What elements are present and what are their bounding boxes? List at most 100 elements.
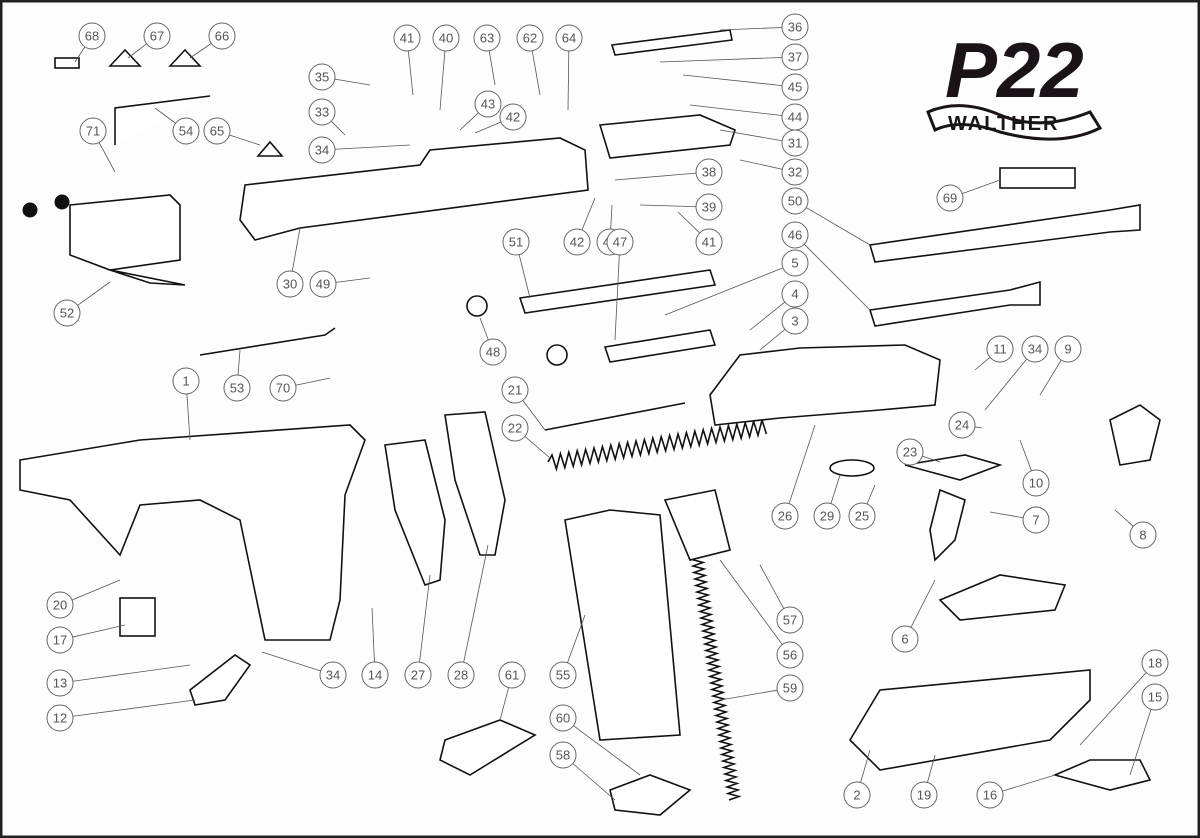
callout-circle (269, 374, 297, 402)
callout-circle (46, 704, 74, 732)
parts (19, 29, 1161, 816)
callout-53: 53 (223, 349, 251, 402)
leader-line (573, 725, 641, 776)
callout-number: 22 (508, 421, 522, 436)
callout-number: 47 (613, 235, 627, 250)
leader-line (719, 27, 783, 31)
barrel-long (868, 204, 1141, 263)
leader-line (407, 50, 414, 96)
leader-line (677, 211, 700, 234)
leader-line (154, 107, 176, 124)
leader-line (463, 544, 489, 663)
callout-number: 29 (820, 509, 834, 524)
callout-circle (53, 299, 81, 327)
sear (904, 454, 1003, 481)
callout-number: 10 (1029, 476, 1043, 491)
leader-line (524, 436, 551, 459)
callout-circle (208, 22, 236, 50)
callout-circle (776, 674, 804, 702)
leader-line (614, 172, 697, 181)
callout-34: 34 (308, 136, 411, 164)
callout-32: 32 (739, 158, 809, 186)
callout-circle (501, 414, 529, 442)
callout-circle (1141, 683, 1169, 711)
callout-number: 20 (53, 598, 67, 613)
hex-key (114, 95, 211, 145)
leader-line (295, 377, 331, 386)
leader-line (581, 197, 596, 231)
callout-circle (516, 24, 544, 52)
leader-line (803, 243, 871, 311)
nut (22, 202, 38, 218)
leader-line (1039, 359, 1062, 396)
callout-number: 48 (486, 345, 500, 360)
callout-circle (695, 158, 723, 186)
callout-circle (79, 117, 107, 145)
callout-circle (172, 117, 200, 145)
callout-number: 41 (702, 235, 716, 250)
callout-number: 55 (556, 668, 570, 683)
callout-circle (563, 228, 591, 256)
magazine-catch (119, 597, 156, 637)
callout-circle (695, 193, 723, 221)
callout-circle (781, 187, 809, 215)
callout-circle (276, 270, 304, 298)
rear-sight (54, 57, 80, 69)
callout-circle (308, 136, 336, 164)
callout-number: 39 (702, 200, 716, 215)
callout-48: 48 (479, 317, 507, 366)
callout-60: 60 (549, 704, 641, 776)
callout-13: 13 (46, 664, 191, 697)
callout-25: 25 (848, 484, 876, 530)
callout-number: 4 (791, 287, 798, 302)
callout-circle (936, 184, 964, 212)
callout-circle (393, 24, 421, 52)
leader-line (614, 254, 620, 341)
callout-16: 16 (976, 774, 1056, 809)
leader-line (806, 207, 871, 246)
callout-circle (948, 411, 976, 439)
magazine (564, 509, 681, 741)
leader-line (474, 121, 502, 134)
callout-number: 27 (411, 668, 425, 683)
lever-12 (189, 654, 252, 706)
leader-line (330, 120, 346, 136)
callout-number: 68 (85, 29, 99, 44)
callout-58: 58 (549, 741, 616, 801)
nut (54, 194, 70, 210)
callout-34: 34 (984, 335, 1049, 411)
callout-14: 14 (361, 607, 389, 689)
callout-number: 67 (150, 29, 164, 44)
leader-line (229, 134, 261, 146)
leader-line (962, 179, 1001, 194)
callout-number: 70 (276, 381, 290, 396)
callout-circle (891, 625, 919, 653)
leader-line (522, 400, 546, 431)
leader-line (531, 50, 541, 96)
magazine-base (439, 719, 537, 776)
leader-line (1019, 439, 1032, 471)
callout-number: 14 (368, 668, 382, 683)
callout-24: 24 (948, 411, 983, 439)
leader-line (922, 455, 941, 463)
magazine-follower (663, 489, 731, 561)
callout-7: 7 (989, 506, 1050, 534)
callout-circle (896, 438, 924, 466)
callout-19: 19 (910, 754, 938, 809)
trigger-bar (938, 574, 1067, 621)
callout-65: 65 (203, 117, 261, 146)
leader-line (499, 687, 510, 721)
leader-line (479, 317, 489, 341)
callout-29: 29 (813, 474, 841, 530)
guide-rod (544, 402, 686, 431)
callout-26: 26 (771, 424, 816, 530)
callout-circle (143, 22, 171, 50)
callout-circle (46, 669, 74, 697)
callout-circle (447, 661, 475, 689)
leader-line (610, 204, 613, 230)
trigger (929, 488, 966, 562)
callout-circle (813, 502, 841, 530)
callout-number: 36 (788, 20, 802, 35)
leader-line (291, 227, 301, 272)
